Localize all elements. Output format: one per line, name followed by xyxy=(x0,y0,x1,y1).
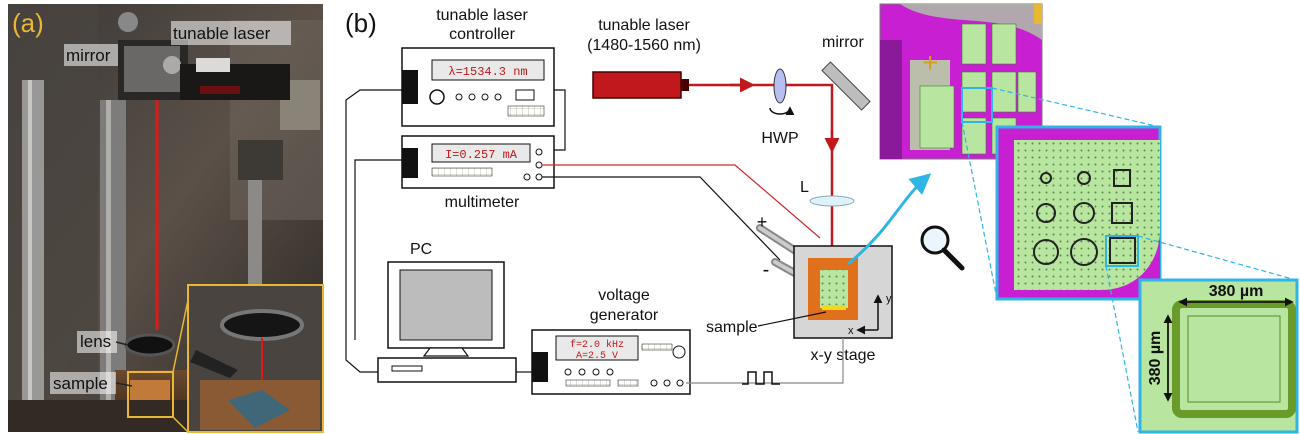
voltage-generator-title-1: voltage xyxy=(598,287,650,304)
tunable-laser: tunable laser (1480-1560 nm) xyxy=(587,17,701,98)
current-readout: I=0.257 mA xyxy=(445,148,518,162)
mirror: mirror xyxy=(822,34,870,110)
label-mirror-photo: mirror xyxy=(66,46,111,65)
label-sample-photo: sample xyxy=(53,374,108,393)
laser-controller-title-1: tunable laser xyxy=(436,7,528,24)
voltage-generator: voltage generator f=2.0 kHz A=2.5 V xyxy=(532,287,690,394)
multimeter-title: multimeter xyxy=(445,194,520,211)
multimeter: I=0.257 mA multimeter xyxy=(402,136,554,211)
laser-controller: tunable laser controller λ=1534.3 nm xyxy=(402,7,554,126)
panel-a-photo: (a) mirror tunable laser lens sample xyxy=(8,4,323,432)
pc: PC xyxy=(378,241,516,382)
panel-a-label: (a) xyxy=(12,8,44,38)
chip-layout-insets: + 380 µm 380 µm xyxy=(880,4,1297,432)
panel-b-label: (b) xyxy=(345,8,377,38)
wavelength-readout: λ=1534.3 nm xyxy=(448,65,527,79)
plus-sign: + xyxy=(757,212,768,232)
amplitude-readout: A=2.5 V xyxy=(576,351,618,362)
hwp-label: HWP xyxy=(761,130,798,147)
label-lens-photo: lens xyxy=(80,332,111,351)
photo-inset xyxy=(188,285,323,432)
voltage-generator-title-2: generator xyxy=(590,307,659,324)
magnifier-icon xyxy=(922,227,962,268)
laser-controller-title-2: controller xyxy=(449,26,515,43)
sample-label: sample xyxy=(706,319,758,336)
scale-horizontal: 380 µm xyxy=(1209,283,1264,300)
half-wave-plate: HWP xyxy=(761,69,798,147)
scale-vertical: 380 µm xyxy=(1147,331,1164,386)
tunable-laser-range: (1480-1560 nm) xyxy=(587,37,701,54)
frequency-readout: f=2.0 kHz xyxy=(570,339,624,351)
svg-text:+: + xyxy=(922,47,938,78)
minus-sign: - xyxy=(763,259,770,281)
mirror-label: mirror xyxy=(822,34,864,51)
axis-y-label: y xyxy=(886,293,892,305)
lens: L xyxy=(800,179,854,206)
lens-label: L xyxy=(800,179,809,196)
axis-x-label: x xyxy=(848,325,854,337)
label-tunable-laser-photo: tunable laser xyxy=(173,24,271,43)
tunable-laser-title: tunable laser xyxy=(598,17,690,34)
pc-label: PC xyxy=(410,241,432,258)
panel-b-schematic: (b) tunable laser controller λ=1534.3 nm… xyxy=(345,7,962,394)
